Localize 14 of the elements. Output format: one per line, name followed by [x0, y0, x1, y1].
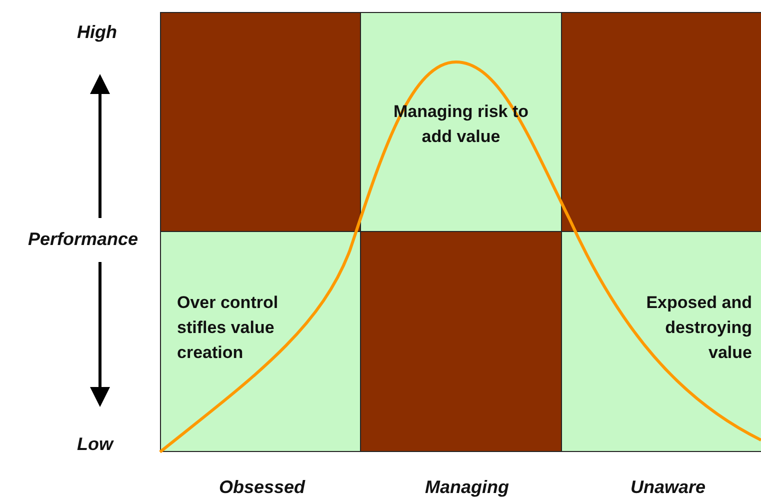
category-label: Unaware [630, 477, 706, 498]
quadrant-panel [160, 12, 361, 232]
quadrant-panel [360, 231, 562, 452]
quadrant-panel [360, 12, 562, 232]
quadrant-panel [561, 12, 761, 232]
quadrant-panel [561, 231, 761, 452]
quadrant-note: Over control stifles value creation [177, 292, 280, 364]
category-label: Managing [425, 477, 509, 498]
quadrant-panel [160, 231, 361, 452]
axis-label: Low [77, 434, 113, 455]
axis-label: Performance [28, 229, 138, 250]
quadrant-note: Exposed and destroying value [645, 292, 752, 364]
axis-label: High [77, 22, 117, 43]
category-label: Obsessed [218, 477, 306, 498]
